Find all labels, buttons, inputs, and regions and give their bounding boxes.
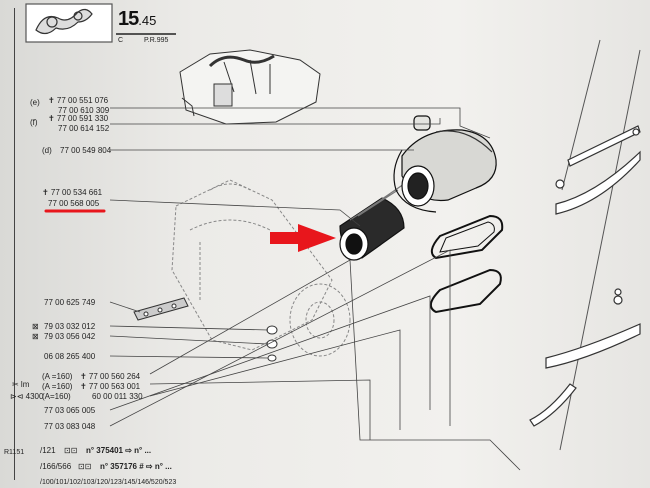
intake-elbow-icon <box>393 115 497 213</box>
part-prefix: (f) <box>30 118 38 127</box>
bellows-sleeve-icon <box>339 183 405 261</box>
header-code-c: C <box>118 37 124 44</box>
part-number: 77 03 083 048 <box>44 422 96 431</box>
footer-icon: ⊡⊡ <box>64 446 78 455</box>
variant-label: ⊳⊲ 4300 <box>10 392 44 401</box>
part-prefix: (d) <box>42 146 52 155</box>
page-number: 15.45 <box>118 8 157 30</box>
footer-icon: ⊡⊡ <box>78 462 92 471</box>
part-number: 77 03 065 005 <box>44 406 96 415</box>
part-number: 79 03 056 042 <box>44 332 96 341</box>
part-number: 79 03 032 012 <box>44 322 96 331</box>
part-number: ✝ 77 00 551 076 <box>48 96 109 105</box>
bracket-icon <box>133 297 189 321</box>
red-arrow-icon <box>270 224 336 252</box>
part-number: 06 08 265 400 <box>44 352 96 361</box>
part-prefix: ⊠ <box>32 332 39 341</box>
part-number: ✝ 77 00 563 001 <box>80 382 141 391</box>
gasket-icon <box>429 214 504 314</box>
part-number: 77 00 568 005 <box>48 199 100 208</box>
part-prefix: (e) <box>30 98 40 107</box>
engine-thumbnail-icon <box>179 49 321 125</box>
part-number: 77 00 625 749 <box>44 298 96 307</box>
footer-models: /100/101/102/103/120/123/145/146/520/523 <box>40 479 177 486</box>
footer-serial: n° 375401 ⇨ n° ... <box>86 446 152 455</box>
part-number: 60 00 011 330 <box>92 392 143 401</box>
air-filter-housing-icon <box>171 179 351 357</box>
variant-condition: (A =160) <box>42 372 73 381</box>
part-number: ✝ 77 00 534 661 <box>42 188 103 197</box>
part-number: 77 00 549 804 <box>60 146 112 155</box>
washer-icon <box>266 325 278 362</box>
part-number: ✝ 77 00 591 330 <box>48 114 109 123</box>
footer-models: /166/566 <box>40 462 72 471</box>
part-prefix: ⊠ <box>32 322 39 331</box>
margin-code: R1151 <box>4 449 25 456</box>
part-number: 77 00 610 309 <box>58 106 110 115</box>
header-code-pr: P.R.995 <box>144 37 169 44</box>
footer-serial: n° 357176 # ⇨ n° ... <box>100 462 172 471</box>
leader-lines <box>109 107 521 471</box>
variant-label: ✂ lm <box>12 380 30 389</box>
header-thumbnail-icon <box>25 3 113 43</box>
footer-models: /121 <box>40 446 56 455</box>
hose-assembly-icon <box>529 39 641 451</box>
part-number: ✝ 77 00 560 264 <box>80 372 141 381</box>
variant-condition: (A=160) <box>42 392 71 401</box>
page-frame <box>14 8 641 480</box>
variant-condition: (A =160) <box>42 382 73 391</box>
part-number: 77 00 614 152 <box>58 124 110 133</box>
